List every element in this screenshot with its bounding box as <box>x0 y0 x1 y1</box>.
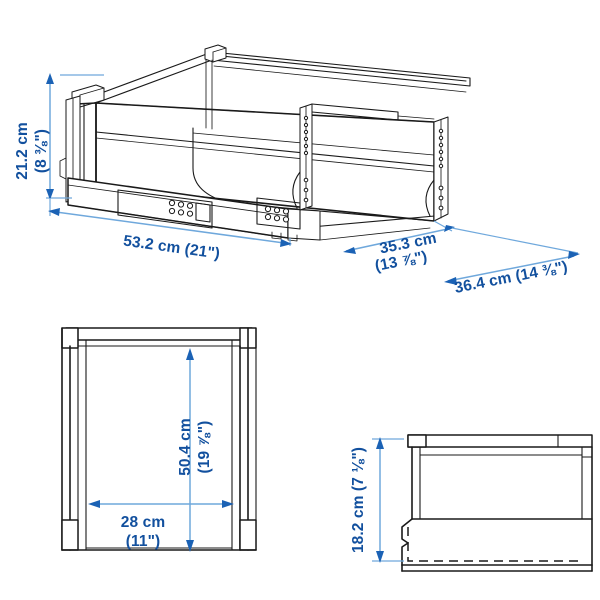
dimension-label-inner-height-in: (19 ⅞") <box>196 421 213 474</box>
dimension-label-width: 53.2 cm (21") <box>122 233 221 263</box>
dimension-label-inner-width-cm: 28 cm <box>121 514 165 531</box>
dimension-side-height-18 <box>372 437 404 563</box>
dimension-label-depth-outer: 36.4 cm (14 ⅜") <box>453 258 569 297</box>
dimension-width-53 <box>48 198 292 247</box>
dimension-inner-height-50 <box>186 348 194 552</box>
rail-holes-right <box>438 128 444 211</box>
perforation-group-right <box>264 205 290 223</box>
front-elevation-view: 50.4 cm (19 ⅞") 28 cm (11") <box>61 327 257 552</box>
dimension-label-height-cm: 21.2 cm <box>14 122 31 180</box>
rail-holes-middle <box>303 115 309 203</box>
drawer-perspective-view: 21.2 cm (8 ⅜") 53.2 cm (21") 35.3 cm (13… <box>14 44 580 297</box>
perforation-group-front <box>168 199 194 217</box>
side-elevation-view: 18.2 cm (7 ⅛") <box>350 434 593 572</box>
dimension-label-height-in: (8 ⅜") <box>33 129 50 173</box>
dimension-height-21 <box>46 73 104 200</box>
dimension-depth-inner-35 <box>343 220 455 254</box>
dimension-label-inner-width-in: (11") <box>126 533 161 550</box>
dimension-inner-width-28 <box>88 500 234 508</box>
dimension-depth-outer-36 <box>444 227 580 285</box>
front-elevation-geometry <box>61 327 257 551</box>
side-elevation-geometry <box>401 434 593 572</box>
dimension-label-inner-height-cm: 50.4 cm <box>177 418 194 476</box>
drawer-body-geometry <box>59 44 471 242</box>
dimension-label-side-height: 18.2 cm (7 ⅛") <box>350 447 367 553</box>
